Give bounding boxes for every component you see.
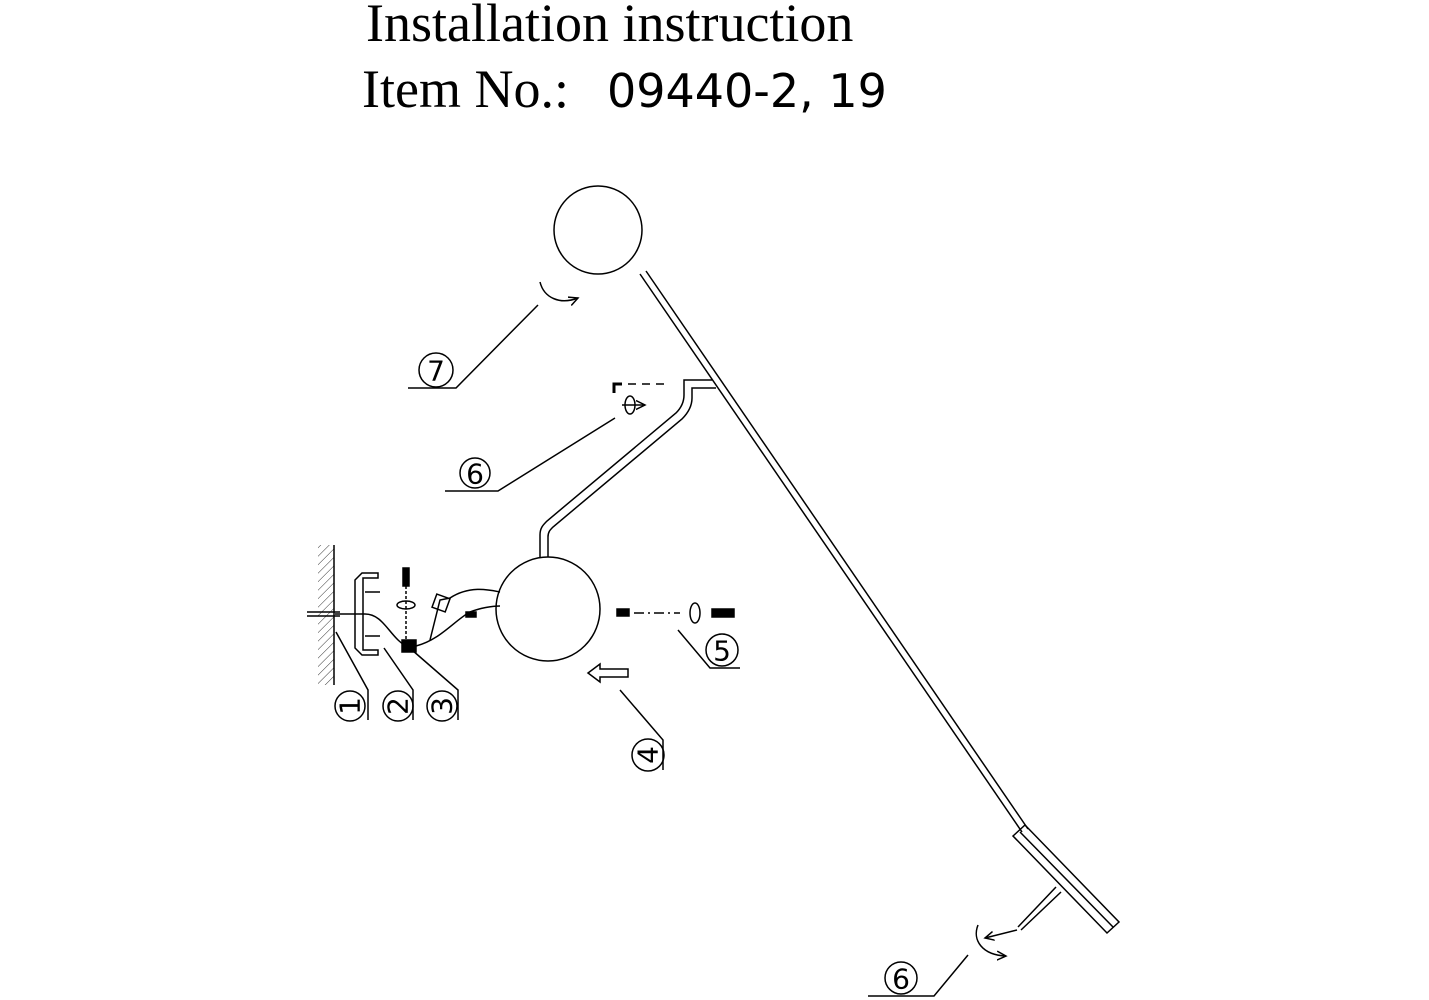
screwdriver-icon [396,567,416,640]
mounting-bracket [354,572,380,656]
wire-connector [429,588,501,641]
rotate-arrow-icon [539,281,578,301]
callout-label: 1 [334,697,367,715]
callout-label: 6 [466,458,484,491]
callout-label: 7 [427,355,445,388]
end-cap [1011,823,1121,935]
push-arrow-icon [586,662,629,684]
callout-5 [705,633,739,667]
callout-4 [631,738,665,772]
callout-label: 5 [713,635,731,668]
item-number-label: Item No.: [362,59,569,119]
rod [639,273,1023,833]
upper-globe [553,185,643,275]
callout-6a [459,457,491,489]
callout-3 [426,690,458,722]
lower-globe [495,556,601,662]
item-number-value: 09440-2, 19 [606,64,887,118]
rotate-arrow-icon [975,924,1006,956]
arm [539,379,712,557]
cable [335,613,411,649]
terminal-block [401,639,417,653]
item-number-line: Item No.: 09440-2, 19 [362,58,887,120]
callout-label: 2 [382,697,415,715]
wall [307,545,340,685]
callout-7 [418,352,454,388]
callout-6b [884,961,918,995]
callout-label: 4 [632,746,665,764]
callout-label: 3 [426,697,459,715]
screwdriver-icon [711,608,735,618]
callout-label: 6 [892,963,910,996]
callout-1 [334,690,366,722]
callout-2 [382,690,414,722]
document-title: Installation instruction [366,0,854,53]
